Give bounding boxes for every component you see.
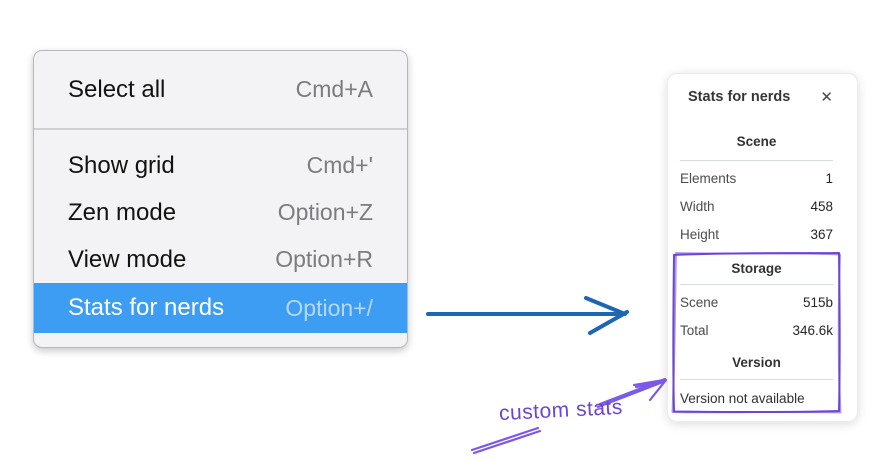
- version-note: Version not available: [680, 391, 805, 406]
- stat-row-total-storage: Total 346.6k: [680, 317, 833, 345]
- stat-label: Total: [680, 323, 709, 338]
- menu-item-view-mode[interactable]: View mode Option+R: [34, 236, 407, 283]
- stat-value: 346.6k: [792, 323, 833, 338]
- stat-value: 367: [810, 227, 833, 242]
- menu-item-show-grid[interactable]: Show grid Cmd+': [34, 142, 407, 189]
- stat-label: Height: [680, 227, 720, 242]
- menu-section-main: Show grid Cmd+' Zen mode Option+Z View m…: [34, 130, 407, 347]
- stat-row-elements: Elements 1: [680, 165, 833, 193]
- stat-row-width: Width 458: [680, 193, 833, 221]
- close-icon[interactable]: ✕: [820, 88, 833, 106]
- stat-value: 515b: [802, 295, 833, 310]
- stat-row-height: Height 367: [680, 221, 833, 249]
- menu-item-shortcut: Option+R: [275, 246, 373, 272]
- menu-item-stats-for-nerds[interactable]: Stats for nerds Option+/: [34, 283, 407, 333]
- annotation-label: custom stats: [498, 395, 624, 426]
- section-rule: [680, 160, 833, 161]
- section-rule: [680, 284, 833, 285]
- stats-panel: Stats for nerds ✕ Scene Elements 1 Width…: [667, 73, 858, 422]
- section-rule: [680, 379, 833, 380]
- blue-pointer-arrow-icon: [426, 296, 629, 335]
- menu-item-shortcut: Cmd+': [306, 152, 373, 178]
- menu-item-select-all[interactable]: Select all Cmd+A: [34, 66, 407, 113]
- stat-label: Scene: [680, 295, 719, 310]
- stat-label: Width: [680, 199, 715, 214]
- menu-item-shortcut: Cmd+A: [295, 76, 373, 102]
- section-header-version: Version: [732, 355, 781, 370]
- menu-divider: [34, 128, 407, 130]
- stats-panel-title: Stats for nerds: [688, 89, 791, 105]
- context-menu: Select all Cmd+A Show grid Cmd+' Zen mod…: [33, 50, 408, 348]
- stat-value: 1: [825, 171, 833, 186]
- stat-value: 458: [810, 199, 833, 214]
- menu-item-shortcut: Option+Z: [277, 199, 373, 225]
- menu-item-label: Zen mode: [68, 198, 177, 226]
- menu-item-label: Show grid: [68, 151, 175, 179]
- section-header-scene: Scene: [736, 134, 777, 149]
- menu-item-label: Stats for nerds: [68, 294, 225, 321]
- menu-section-top: Select all Cmd+A: [34, 51, 407, 128]
- stat-row-scene-storage: Scene 515b: [680, 289, 833, 317]
- section-header-storage: Storage: [731, 261, 782, 276]
- stats-panel-header: Stats for nerds ✕: [680, 86, 833, 108]
- storage-rows: Scene 515b Total 346.6k: [680, 289, 833, 345]
- stat-label: Elements: [680, 171, 737, 186]
- scene-rows: Elements 1 Width 458 Height 367: [680, 165, 833, 249]
- menu-item-label: View mode: [68, 245, 187, 273]
- menu-item-label: Select all: [68, 75, 166, 103]
- menu-item-shortcut: Option+/: [285, 294, 373, 321]
- menu-item-zen-mode[interactable]: Zen mode Option+Z: [34, 189, 407, 236]
